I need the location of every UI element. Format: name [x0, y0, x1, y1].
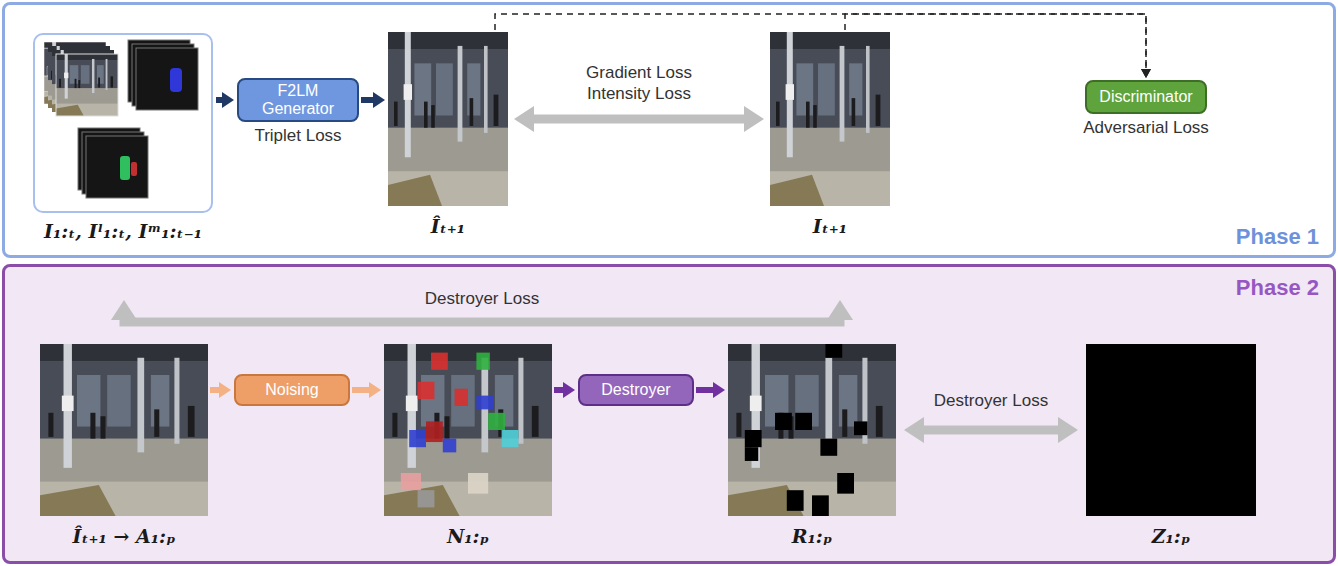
phase-label: Phase 1	[1236, 224, 1319, 250]
frame-symbol: Îₜ₊₁ → A₁:ₚ	[73, 525, 176, 547]
predicted-frame	[40, 344, 208, 516]
loss-arrow	[124, 320, 840, 322]
discriminator-box: DiscriminatorAdversarial Loss	[1085, 80, 1207, 114]
flow-arrow	[361, 97, 373, 103]
flow-arrow	[554, 387, 563, 393]
process-box-label: Discriminator	[1093, 88, 1198, 106]
process-box-label: F2LM Generator	[242, 82, 354, 117]
frame-image: Îₜ₊₁	[388, 32, 508, 206]
frame-image: N₁:ₚ	[384, 344, 552, 516]
frame-image: Z₁:ₚ	[1086, 344, 1256, 516]
dashed-connector	[495, 14, 1146, 69]
phase-ground	[2, 264, 1336, 564]
dashed-connector	[845, 14, 1146, 69]
frame-image: Iₜ₊₁	[770, 32, 890, 206]
frame-image: Îₜ₊₁ → A₁:ₚ	[40, 344, 208, 516]
predicted-frame	[388, 32, 508, 206]
frame-symbol: N₁:ₚ	[447, 525, 489, 547]
flow-arrow	[210, 387, 219, 393]
loss-arrow	[924, 426, 1058, 435]
noised-frame	[384, 344, 552, 516]
flow-arrow	[696, 387, 713, 393]
flow-arrow	[216, 97, 222, 103]
process-box-label: Noising	[259, 381, 324, 399]
edge-label: Destroyer Loss	[931, 390, 1051, 411]
real-frame	[770, 32, 890, 206]
input-frames: I₁:ₜ, Iˡ₁:ₜ, Iᵐ₁:ₜ₋₁	[33, 33, 213, 213]
loss-label: Triplet Loss	[254, 126, 341, 146]
generator-box: F2LM GeneratorTriplet Loss	[237, 78, 359, 122]
zero-frame	[1086, 344, 1256, 516]
flow-arrow	[352, 387, 369, 393]
loss-label: Adversarial Loss	[1083, 118, 1209, 138]
erased-patches	[745, 344, 868, 516]
frame-image: R₁:ₚ	[728, 344, 896, 516]
destroyer-box: Destroyer	[578, 374, 694, 406]
frame-symbol: Z₁:ₚ	[1152, 525, 1191, 547]
phase-panel: Phase 1 I₁:ₜ, Iˡ₁:ₜ, Iᵐ₁:ₜ₋₁ F2LM Generato…	[2, 2, 1336, 258]
edge-label: Destroyer Loss	[422, 288, 542, 309]
frame-symbol: I₁:ₜ, Iˡ₁:ₜ, Iᵐ₁:ₜ₋₁	[44, 220, 202, 242]
noising-box: Noising	[234, 374, 350, 406]
process-box-label: Destroyer	[595, 381, 676, 399]
frame-symbol: Iₜ₊₁	[813, 215, 847, 237]
phase-panel: Phase 2Îₜ₊₁ → A₁:ₚNoisingN₁:ₚDestroyerR₁…	[2, 264, 1336, 564]
restored-frame	[728, 344, 896, 516]
frame-symbol: Îₜ₊₁	[431, 215, 465, 237]
frame-symbol: R₁:ₚ	[792, 525, 833, 547]
loss-arrow	[534, 115, 744, 124]
noise-patches	[401, 353, 519, 508]
phase-label: Phase 2	[1236, 275, 1319, 301]
edge-label: Gradient Loss Intensity Loss	[571, 62, 707, 105]
input-frames	[44, 40, 198, 198]
